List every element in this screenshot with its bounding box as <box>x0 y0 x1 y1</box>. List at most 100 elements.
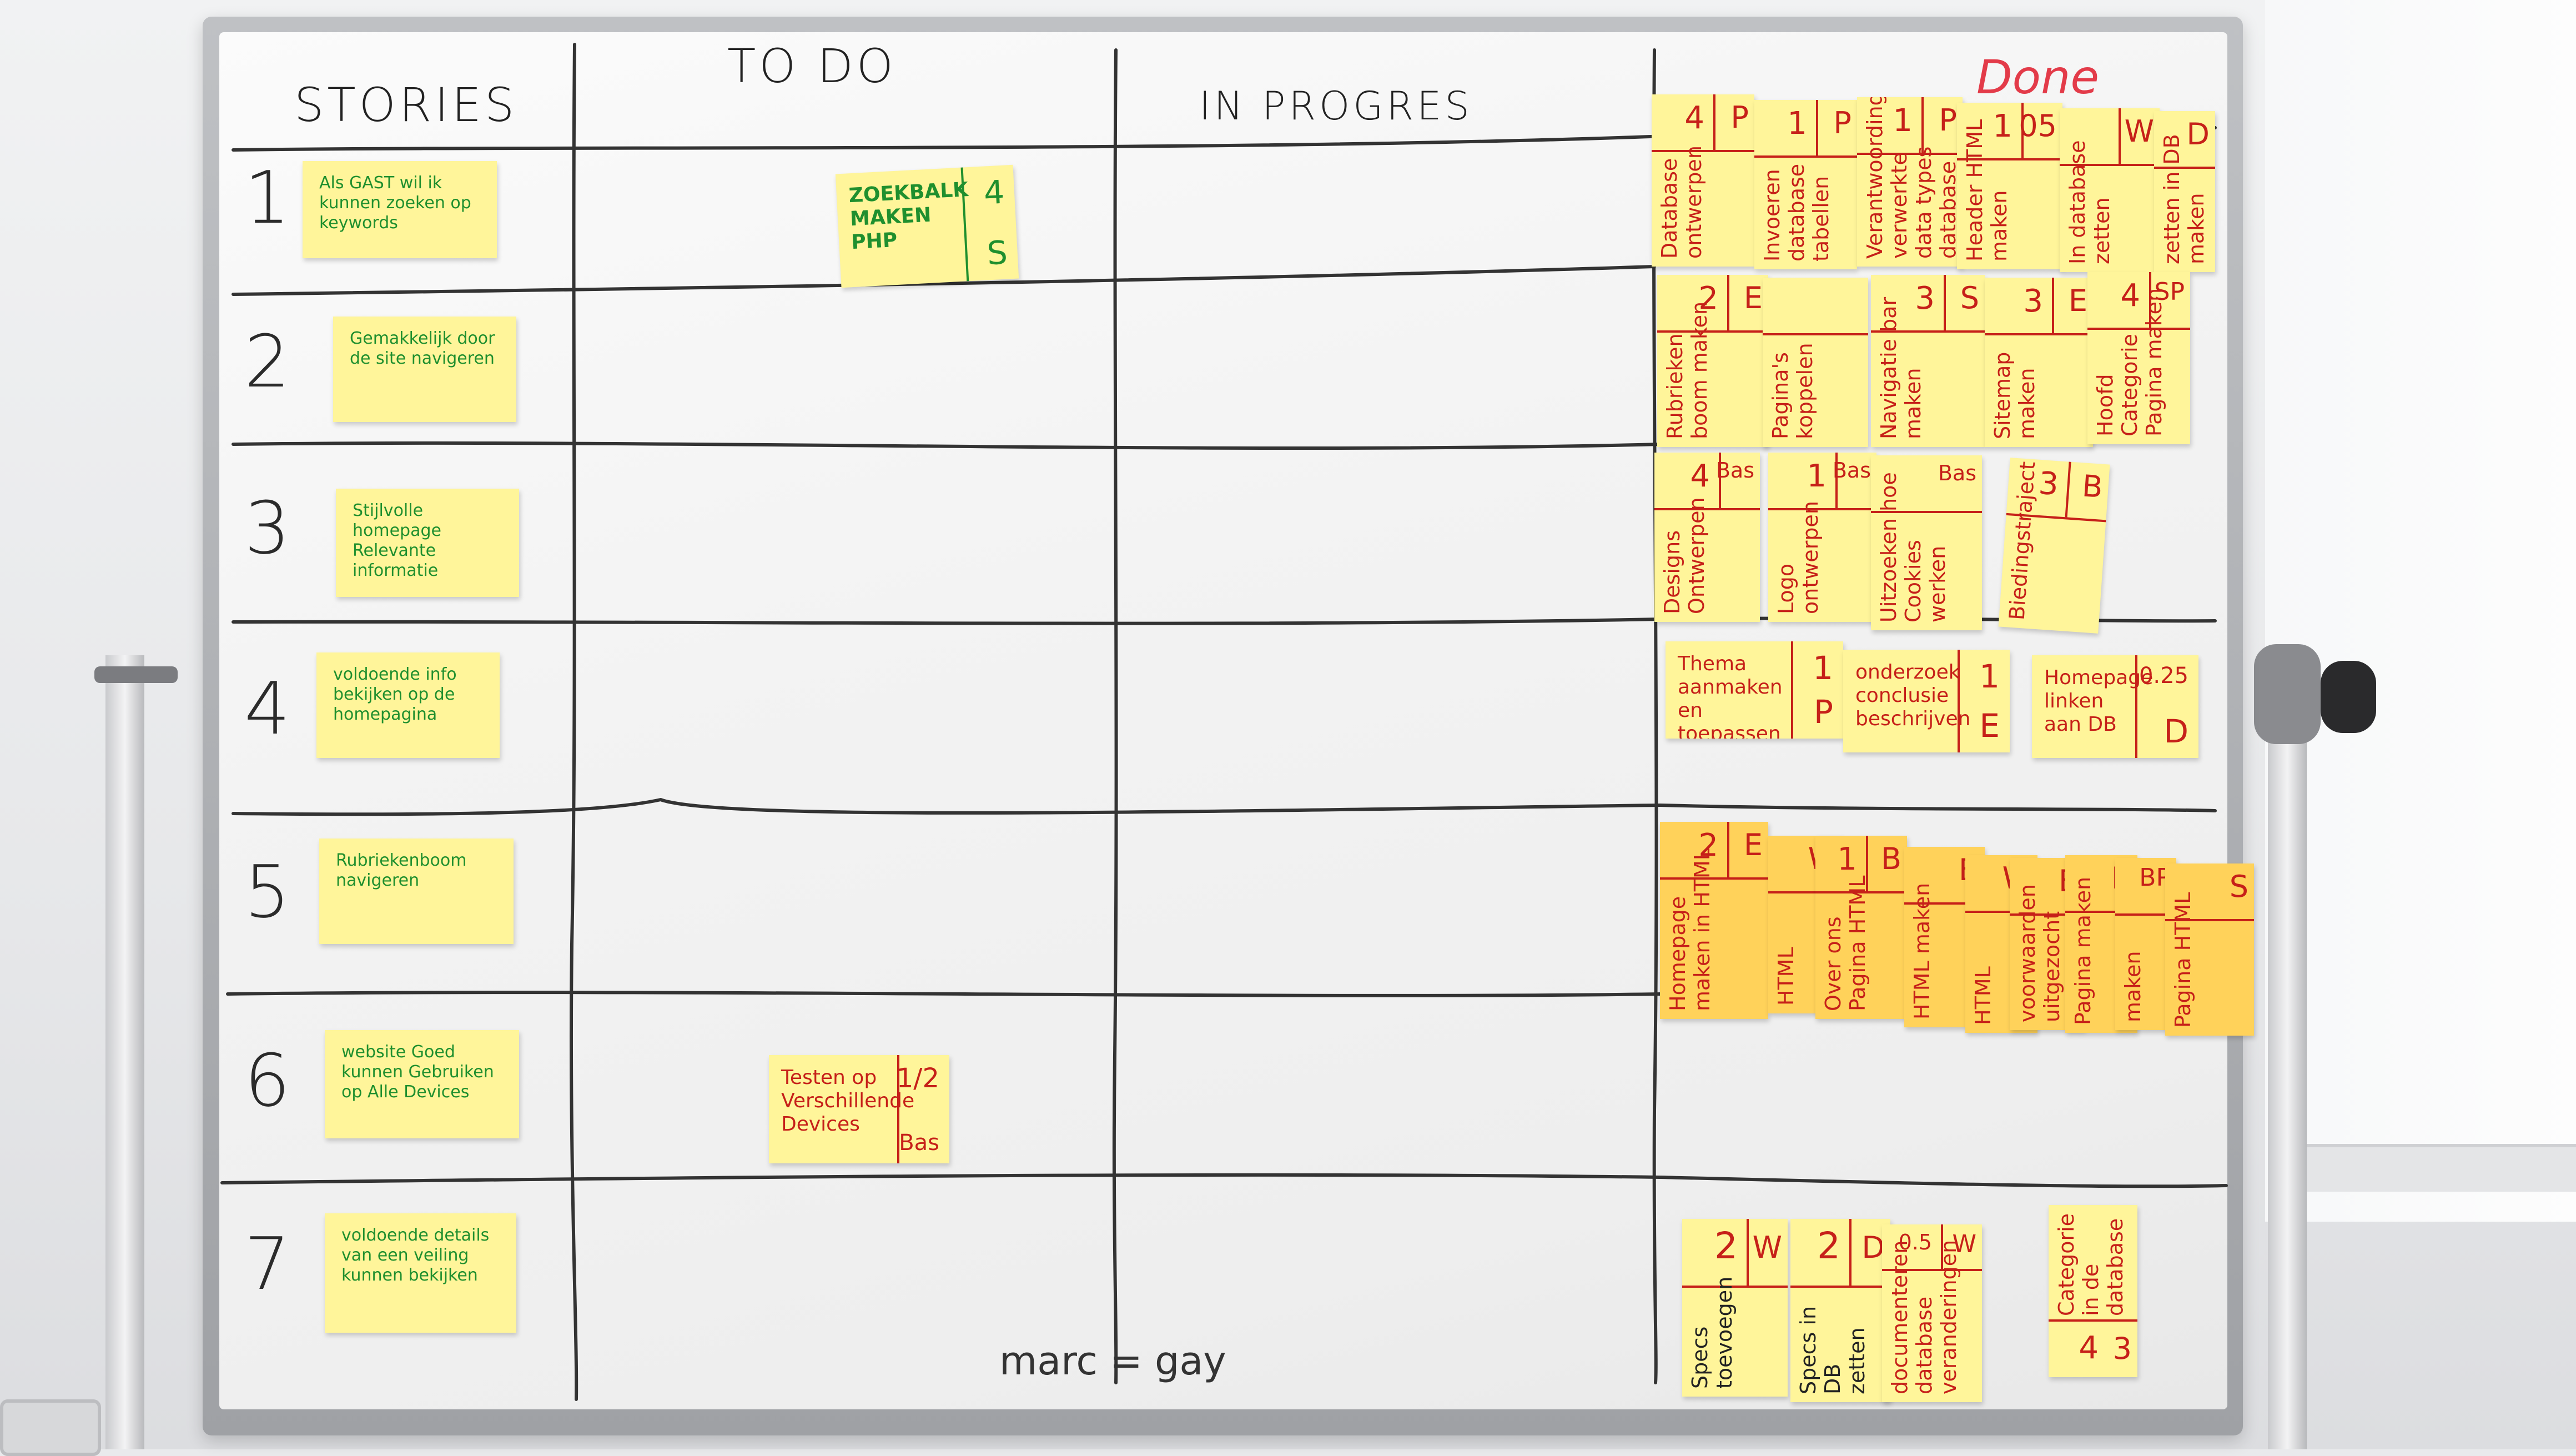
story-note[interactable]: Als GAST wil ik kunnen zoeken op keyword… <box>303 161 497 258</box>
note-divider <box>1660 877 1768 880</box>
todo-task-note[interactable]: ZOEKBALK MAKEN PHP 4 S <box>835 164 1019 288</box>
task-text: Homepage linken aan DB <box>2044 666 2154 736</box>
note-divider <box>1657 330 1768 333</box>
task-points: 1 <box>1837 841 1857 877</box>
column-divider-2 <box>1112 48 1118 1384</box>
stand-clamp-left <box>94 666 178 683</box>
column-divider-1 <box>569 43 578 1401</box>
todo-task-note[interactable]: Testen op Verschillende Devices 1/2 Bas <box>769 1055 949 1163</box>
note-divider <box>1957 158 2062 160</box>
board-stand-left <box>105 655 144 1449</box>
task-text: Pagina maken <box>2071 876 2095 1025</box>
note-divider <box>2135 655 2137 758</box>
note-divider <box>2060 164 2160 166</box>
story-note[interactable]: voldoende details van een veiling kunnen… <box>325 1213 516 1333</box>
task-text: Sitemap maken <box>1990 352 2039 439</box>
note-divider <box>1921 97 1924 153</box>
task-text: Database ontwerpen <box>1657 145 1706 259</box>
note-divider <box>897 1055 899 1163</box>
note-divider <box>1965 911 2037 913</box>
done-task-note[interactable]: Pagina's koppelen <box>1763 278 1868 447</box>
task-text: documenteren database veranderingen <box>1888 1239 1961 1394</box>
task-assignee: E <box>2068 283 2087 318</box>
row-number: 6 <box>244 1038 290 1123</box>
note-divider <box>2052 278 2054 333</box>
task-text: Invoeren database tabellen <box>1760 163 1833 262</box>
task-text: Rubrieken boom maken <box>1663 301 1712 439</box>
task-assignee: P <box>1730 100 1749 135</box>
story-note[interactable]: Gemakkelijk door de site navigeren <box>333 317 516 422</box>
note-divider <box>2049 1319 2137 1322</box>
task-text: zetten in DB maken <box>2160 134 2208 264</box>
task-assignee: S <box>986 233 1009 273</box>
row-line-5 <box>226 991 1662 997</box>
row-line-done-3 <box>1658 804 2217 812</box>
row-number: 7 <box>244 1222 290 1306</box>
task-text: voorwaarden uitgezocht <box>2015 884 2064 1022</box>
story-note[interactable]: voldoende info bekijken op de homepagina <box>316 652 500 758</box>
note-divider <box>1682 1286 1788 1288</box>
task-text: HTML maken <box>1910 882 1934 1020</box>
note-divider <box>1871 330 1985 333</box>
note-divider <box>1871 511 1982 513</box>
task-text: Testen op Verschillende Devices <box>781 1066 915 1136</box>
task-text: Thema aanmaken en toepassen <box>1678 652 1783 739</box>
story-note[interactable]: Stijlvolle homepage Relevante informatie <box>336 489 519 597</box>
board-stand-right <box>2268 655 2307 1449</box>
task-points: 1 <box>1979 657 2000 695</box>
task-points: 4 <box>2079 1330 2099 1366</box>
row-number: 4 <box>244 666 290 751</box>
note-divider <box>2149 272 2151 328</box>
stand-knob-icon[interactable] <box>2321 661 2376 733</box>
task-assignee: S <box>1960 280 1979 315</box>
column-header-stories: STORIES <box>294 78 518 132</box>
task-assignee: W <box>1952 1230 1976 1258</box>
note-divider <box>1958 650 1960 752</box>
row-line-2 <box>232 441 1662 450</box>
task-points: 1 <box>1993 108 2012 144</box>
note-divider <box>2154 167 2215 169</box>
task-points: 1 <box>1787 106 1807 142</box>
task-points: 4 <box>1684 100 1704 136</box>
note-divider <box>2010 913 2085 916</box>
task-text: Designs Ontwerpen <box>1660 497 1709 614</box>
task-points: 2 <box>1698 280 1718 317</box>
row-line-3 <box>232 617 1662 625</box>
window-sill <box>2287 1144 2576 1192</box>
story-text: Als GAST wil ik kunnen zoeken op keyword… <box>319 173 471 233</box>
task-points: 1 <box>1807 458 1827 494</box>
task-text: HTML <box>1774 947 1798 1006</box>
column-header-todo: TO DO <box>727 39 897 93</box>
task-points: 2 <box>1698 827 1718 863</box>
story-note[interactable]: Rubriekenboom navigeren <box>319 839 514 944</box>
task-assignee: W <box>1752 1230 1782 1265</box>
note-divider <box>1754 155 1857 158</box>
task-points: 4 <box>983 173 1005 212</box>
story-note[interactable]: website Goed kunnen Gebruiken op Alle De… <box>325 1030 519 1138</box>
note-divider <box>1768 891 1843 893</box>
